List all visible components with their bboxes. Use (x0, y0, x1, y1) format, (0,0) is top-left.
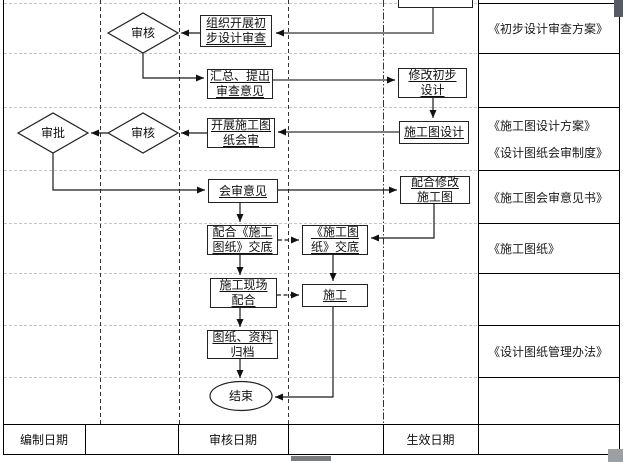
connectors-gray (273, 8, 434, 136)
doc-cell-construction-design: 《施工图设计方案》 《设计图纸会审制度》 (479, 108, 620, 170)
node-construction: 施工 (302, 284, 368, 307)
node-construction-drawing-design: 施工图设计 (399, 121, 469, 144)
doc-cell-construction-drawings: 《施工图纸》 (479, 224, 620, 273)
doc-cell-preliminary-review-plan: 《初步设计审查方案》 (479, 4, 620, 53)
prepared-date-label: 编制日期 (19, 433, 68, 447)
doc-construction-drawings: 《施工图纸》 (488, 242, 561, 256)
doc-drawing-review-system: 《设计图纸会审制度》 (488, 145, 609, 160)
node-assist-modify-drawings: 配合修改 施工图 (400, 175, 470, 204)
node-drawing-disclosure: 《施工图 纸》交底 (302, 225, 368, 255)
doc-preliminary-review-plan: 《初步设计审查方案》 (488, 22, 609, 36)
end-label: 结束 (228, 389, 253, 403)
connectors (52, 29, 437, 401)
node-summarize-opinions: 汇总、提出 审查意见 (207, 69, 273, 99)
node-assist-drawing-disclosure: 配合《施工 图纸》交底 (207, 225, 278, 255)
doc-drawing-management-measures: 《设计图纸管理办法》 (488, 345, 609, 359)
node-conduct-drawing-joint-review: 开展施工图 纸会审 (207, 118, 275, 148)
doc-cell-drawing-management: 《设计图纸管理办法》 (479, 326, 620, 377)
review-date-label: 审核日期 (208, 433, 257, 447)
shapes (16, 12, 273, 412)
doc-joint-review-opinion: 《施工图会审意见书》 (488, 190, 609, 205)
effective-date-label: 生效日期 (406, 433, 455, 447)
lane-lines (100, 0, 384, 424)
node-site-coordination: 施工现场 配合 (210, 278, 277, 308)
review-2-diamond (106, 112, 180, 154)
window-edge-artifact-top (614, 0, 623, 17)
doc-construction-design-plan: 《施工图设计方案》 (488, 119, 597, 134)
approve-diamond (16, 112, 90, 154)
node-preliminary-design: 初步设计 (398, 0, 473, 8)
review-1-diamond (106, 12, 180, 54)
node-joint-review-opinions: 会审意见 (208, 179, 278, 203)
window-edge-artifact-bottom (608, 449, 623, 462)
node-modify-preliminary-design: 修改初步 设计 (398, 68, 467, 98)
smudge-artifact (291, 456, 331, 461)
review-2-label: 审核 (130, 126, 155, 140)
table-borders (3, 0, 620, 455)
doc-cell-joint-review-opinion: 《施工图会审意见书》 (479, 171, 620, 223)
end-terminator (209, 380, 273, 412)
approve-label: 审批 (40, 126, 65, 140)
node-organize-preliminary-review: 组织开展初 步设计审查 (200, 15, 272, 47)
review-1-label: 审核 (130, 26, 155, 40)
node-archive: 图纸、资料 归档 (207, 330, 278, 359)
